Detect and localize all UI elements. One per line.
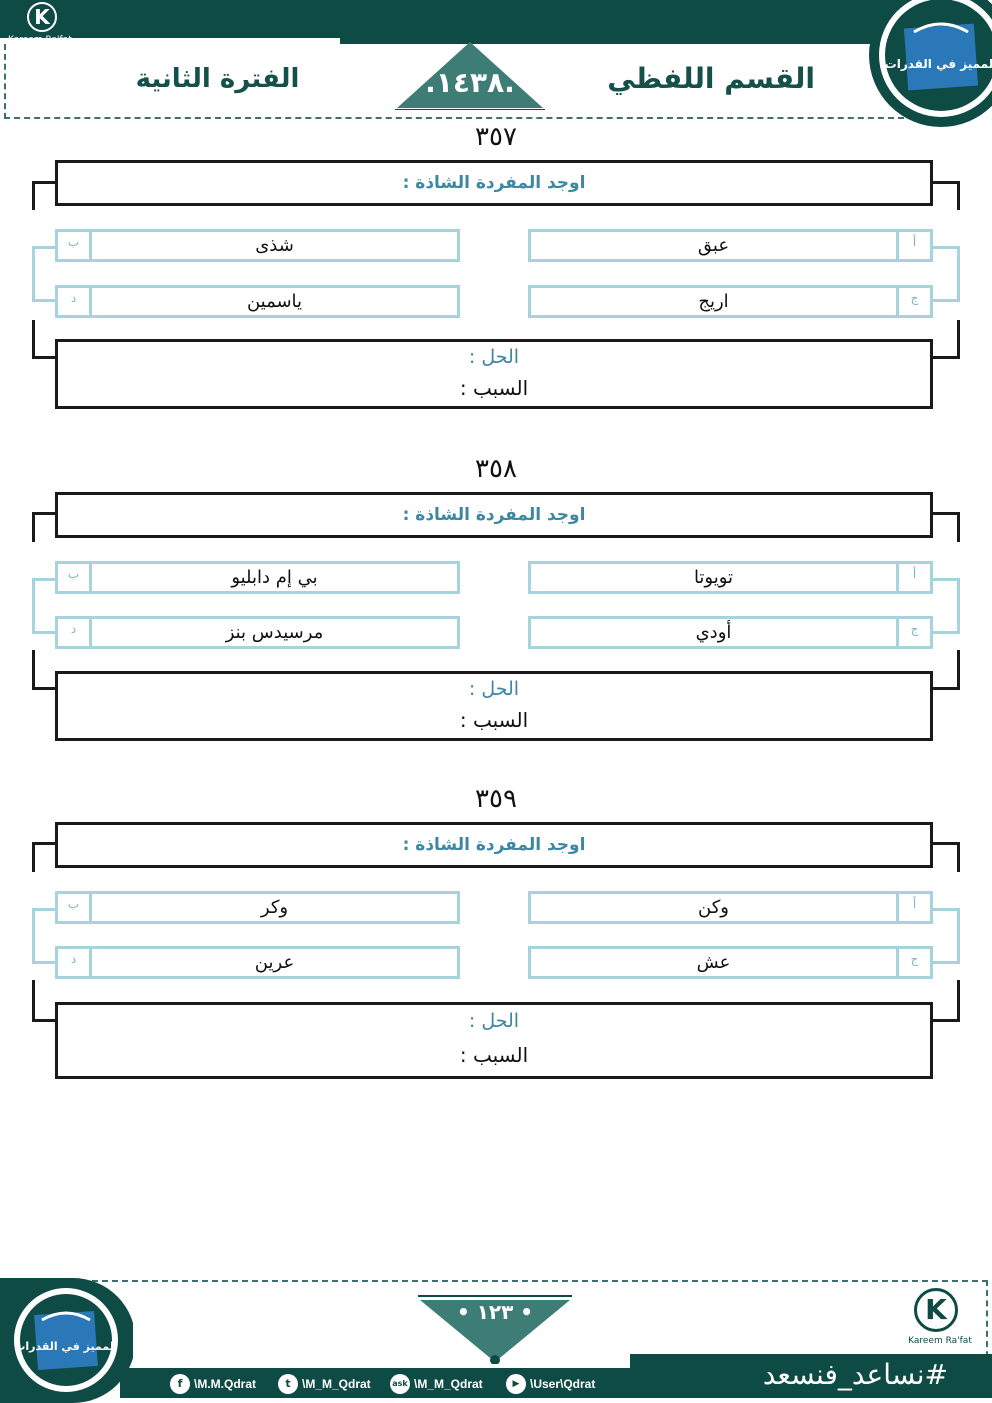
section-title: القسم اللفظي	[607, 62, 815, 95]
option-text: تويوتا	[693, 567, 734, 588]
options-bracket-left	[32, 578, 58, 634]
social-youtube[interactable]: ▶ \User\Qdrat	[506, 1374, 595, 1394]
header-band-strip	[340, 38, 900, 44]
social-handle: \M.M.Qdrat	[194, 1377, 256, 1391]
option-a[interactable]: أ وكن	[528, 891, 933, 924]
kareem-logo: K Kareem Ra'fat	[900, 1286, 980, 1352]
year-value: ١٤٣٨	[435, 66, 505, 99]
solution-label: الحل :	[468, 346, 520, 368]
option-letter: ج	[896, 949, 930, 976]
page-number-triangle-icon	[418, 1295, 572, 1364]
option-d[interactable]: د ياسمين	[55, 285, 460, 318]
hashtag: #نساعد_فنسعد	[762, 1358, 948, 1391]
footer-band	[120, 1368, 992, 1398]
option-c[interactable]: ج عش	[528, 946, 933, 979]
logo-caption: Kareem Ra'fat	[8, 35, 72, 45]
page-number: • ١٢٣ •	[456, 1300, 534, 1324]
youtube-icon: ▶	[506, 1374, 526, 1394]
option-letter: ج	[896, 619, 930, 646]
option-text: وكر	[260, 897, 289, 918]
header-dashed-frame	[4, 44, 904, 119]
social-askfm[interactable]: ask \M_M_Qdrat	[390, 1374, 483, 1394]
option-letter: أ	[896, 232, 930, 259]
option-text: شذى	[255, 235, 294, 256]
reason-label: السبب :	[459, 708, 529, 732]
option-text: اريج	[698, 291, 729, 312]
solution-label: الحل :	[468, 1010, 520, 1032]
option-a[interactable]: أ عبق	[528, 229, 933, 262]
kareem-logo: K Kareem Ra'fat	[8, 0, 78, 48]
option-text: عبق	[697, 235, 730, 256]
option-b[interactable]: ب وكر	[55, 891, 460, 924]
option-a[interactable]: أ تويوتا	[528, 561, 933, 594]
option-letter: ب	[58, 894, 92, 921]
question-prompt: اوجد المفردة الشاذة :	[55, 160, 933, 206]
social-handle: \M_M_Qdrat	[302, 1377, 371, 1391]
facebook-icon: f	[170, 1374, 190, 1394]
header-band	[0, 0, 900, 38]
question-number: ٣٥٨	[475, 454, 517, 484]
option-letter: د	[58, 288, 92, 315]
option-letter: أ	[896, 564, 930, 591]
emblem-text: المميز في القدرات	[14, 1340, 117, 1353]
options-bracket-right	[930, 246, 960, 302]
option-c[interactable]: ج اريج	[528, 285, 933, 318]
options-bracket-right	[930, 578, 960, 634]
options-bracket-left	[32, 908, 58, 964]
page-number-value: ١٢٣	[476, 1300, 514, 1324]
options-bracket-left	[32, 246, 58, 302]
book-emblem-icon: المميز في القدرات	[0, 1278, 133, 1403]
option-b[interactable]: ب بي إم دابليو	[55, 561, 460, 594]
option-letter: أ	[896, 894, 930, 921]
answer-box: الحل : السبب :	[55, 1002, 933, 1079]
option-letter: د	[58, 619, 92, 646]
option-text: وكن	[698, 897, 729, 918]
logo-caption: Kareem Ra'fat	[908, 1336, 972, 1346]
option-letter: د	[58, 949, 92, 976]
emblem-text: المميز في القدرات	[885, 57, 992, 71]
question-number: ٣٥٩	[475, 784, 517, 814]
option-c[interactable]: ج أودي	[528, 616, 933, 649]
reason-label: السبب :	[459, 376, 529, 400]
option-text: عرين	[254, 952, 295, 973]
question-prompt: اوجد المفردة الشاذة :	[55, 492, 933, 538]
option-text: بي إم دابليو	[231, 567, 318, 588]
askfm-icon: ask	[390, 1374, 410, 1394]
twitter-icon: t	[278, 1374, 298, 1394]
options-bracket-right	[930, 908, 960, 964]
option-d[interactable]: د مرسيدس بنز	[55, 616, 460, 649]
option-text: ياسمين	[246, 291, 303, 312]
social-facebook[interactable]: f \M.M.Qdrat	[170, 1374, 256, 1394]
option-letter: ب	[58, 564, 92, 591]
footer-dashed-frame	[2, 1280, 988, 1398]
question-number: ٣٥٧	[475, 122, 517, 152]
year-label: .١٤٣٨.	[425, 66, 515, 99]
social-twitter[interactable]: t \M_M_Qdrat	[278, 1374, 371, 1394]
k-logo-icon: K	[27, 2, 57, 32]
page-header: K Kareem Ra'fat القسم اللفظي .١٤٣٨. الفت…	[0, 0, 992, 127]
answer-box: الحل : السبب :	[55, 339, 933, 409]
option-d[interactable]: د عرين	[55, 946, 460, 979]
page-footer: المميز في القدرات • ١٢٣ • K Kareem Ra'fa…	[0, 1278, 992, 1403]
answer-box: الحل : السبب :	[55, 671, 933, 741]
social-handle: \User\Qdrat	[530, 1377, 596, 1391]
question-prompt: اوجد المفردة الشاذة :	[55, 822, 933, 868]
k-logo-icon: K	[914, 1288, 958, 1332]
option-text: عش	[696, 952, 731, 973]
footer-band-slant	[630, 1354, 992, 1368]
option-letter: ب	[58, 232, 92, 259]
solution-label: الحل :	[468, 678, 520, 700]
reason-label: السبب :	[459, 1043, 529, 1067]
year-triangle-icon	[395, 42, 545, 110]
option-b[interactable]: ب شذى	[55, 229, 460, 262]
book-emblem-icon: المميز في القدرات	[869, 0, 992, 127]
option-text: مرسيدس بنز	[225, 622, 324, 643]
option-text: أودي	[695, 622, 732, 643]
period-title: الفترة الثانية	[135, 64, 300, 94]
option-letter: ج	[896, 288, 930, 315]
social-handle: \M_M_Qdrat	[414, 1377, 483, 1391]
